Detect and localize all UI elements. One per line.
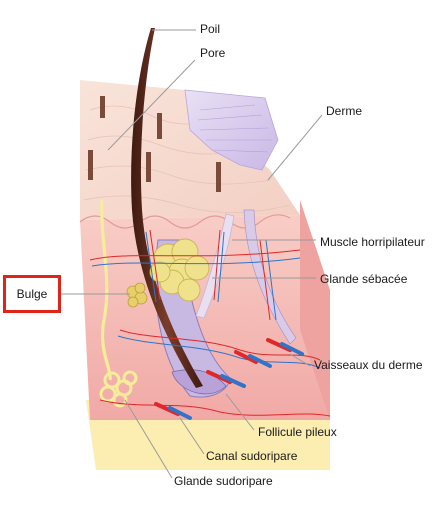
vessel-segments [154,338,304,420]
label-poil: Poil [200,22,221,36]
label-bulge: Bulge [16,287,48,301]
dermis-side [300,200,330,420]
sebaceous-gland [149,238,210,302]
label-follicule-pileux: Follicule pileux [258,425,337,439]
label-muscle-horripilateur: Muscle horripilateur [320,235,425,249]
label-glande-sebacee: Glande sébacée [320,272,408,286]
bulge-region [126,282,148,308]
label-glande-sudoripare: Glande sudoripare [174,474,273,488]
second-follicle [243,209,297,345]
stratum-corneum-hatching [197,104,272,153]
stratum-corneum-cutaway [184,89,279,171]
sweat-gland-coil [99,370,138,408]
label-canal-sudoripare: Canal sudoripare [206,449,298,463]
label-derme: Derme [326,104,363,118]
blood-vessels [89,229,331,417]
bulge-highlight-box: Bulge [3,275,61,313]
label-vaisseaux-du-derme: Vaisseaux du derme [314,358,423,372]
hair-shaft [131,28,203,388]
surface-hair-stubs [88,96,221,192]
sweat-duct [100,199,112,381]
arrector-pili-muscle [195,213,235,319]
label-pore: Pore [200,46,226,60]
leader-lines [61,29,323,479]
dermal-epidermal-junction [79,214,291,229]
